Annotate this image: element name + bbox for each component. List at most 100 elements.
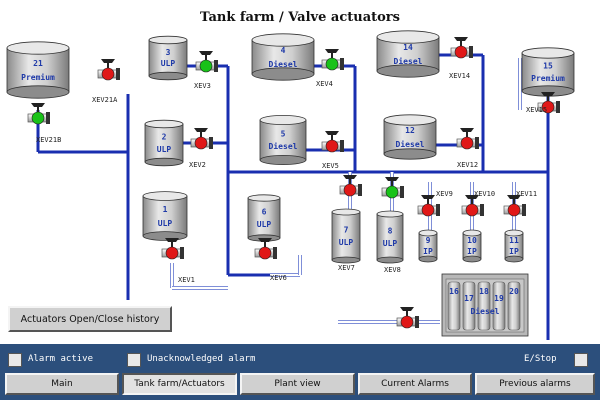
nav-plant-view[interactable]: Plant view bbox=[240, 373, 355, 395]
valve-xev9[interactable]: XEV9 bbox=[417, 190, 453, 217]
valve-xev11[interactable]: XEV11 bbox=[503, 190, 537, 217]
valve-xev21a[interactable]: XEV21A bbox=[92, 59, 120, 104]
valve-state-lamp bbox=[101, 67, 115, 81]
valve-flange bbox=[522, 204, 526, 216]
actuator-handle-icon bbox=[101, 59, 115, 63]
valve-flange bbox=[340, 140, 344, 152]
valve-stem bbox=[391, 179, 393, 187]
nav-previous-alarms[interactable]: Previous alarms bbox=[475, 373, 595, 395]
valve-stem bbox=[349, 177, 351, 185]
actuator-handle-icon bbox=[460, 128, 474, 132]
tank-20[interactable] bbox=[507, 281, 521, 331]
tank-roof bbox=[144, 119, 184, 129]
tank-body bbox=[142, 195, 188, 237]
valve-tag: XEV2 bbox=[189, 161, 206, 169]
tank-base bbox=[376, 64, 440, 78]
valve-xev14[interactable]: XEV14 bbox=[449, 37, 473, 80]
valve-stem bbox=[427, 197, 429, 205]
estop-indicator[interactable] bbox=[574, 353, 588, 367]
tank-number: 18 bbox=[479, 287, 489, 296]
tank-number: 14 bbox=[403, 43, 413, 52]
tank-number: 5 bbox=[281, 130, 286, 139]
valve-xev6[interactable]: XEV6 bbox=[254, 238, 287, 282]
valve-state-lamp bbox=[385, 185, 399, 199]
tank-roof bbox=[383, 114, 437, 126]
tank-roof bbox=[148, 35, 188, 45]
valve-state-lamp bbox=[258, 246, 272, 260]
tank-number: 9 bbox=[426, 236, 431, 245]
valve-xev10[interactable]: XEV10 bbox=[461, 190, 495, 217]
actuator-handle-icon bbox=[194, 128, 208, 132]
valve-xev4[interactable]: XEV4 bbox=[316, 49, 344, 88]
valve-unlabeled[interactable] bbox=[396, 307, 419, 329]
tank-base bbox=[144, 157, 184, 167]
valve-xev12[interactable]: XEV12 bbox=[456, 128, 479, 169]
actuators-history-button[interactable]: Actuators Open/Close history bbox=[8, 306, 172, 332]
valve-state-lamp bbox=[325, 139, 339, 153]
nav-main[interactable]: Main bbox=[5, 373, 119, 395]
tank-17[interactable] bbox=[462, 281, 476, 331]
estop-label: E/Stop bbox=[524, 354, 557, 364]
valve-xev8[interactable]: XEV8 bbox=[381, 177, 404, 274]
valve-flange bbox=[400, 186, 404, 198]
tank-roof bbox=[418, 229, 438, 237]
valve-state-lamp bbox=[343, 183, 357, 197]
alarm-active-indicator[interactable] bbox=[8, 353, 22, 367]
valve-flange bbox=[180, 247, 184, 259]
tank-roof bbox=[331, 208, 361, 216]
nav-current-alarms[interactable]: Current Alarms bbox=[358, 373, 472, 395]
valve-flange bbox=[415, 316, 419, 328]
tank-number: 16 bbox=[449, 287, 459, 296]
valve-xev15[interactable]: XEV15 bbox=[526, 92, 560, 114]
unacknowledged-alarm-indicator[interactable] bbox=[127, 353, 141, 367]
valve-xev7[interactable]: XEV7 bbox=[338, 175, 362, 272]
valve-flange bbox=[340, 58, 344, 70]
tank-base bbox=[259, 154, 307, 165]
tank-product: ULP bbox=[383, 239, 398, 248]
valve-stem bbox=[205, 53, 207, 61]
valve-xev3[interactable]: XEV3 bbox=[194, 51, 218, 90]
valve-tag: XEV10 bbox=[474, 190, 495, 198]
tank-product: IP bbox=[467, 247, 477, 256]
tank-19[interactable] bbox=[492, 281, 506, 331]
valve-state-lamp bbox=[325, 57, 339, 71]
valve-xev5[interactable]: XEV5 bbox=[321, 131, 344, 170]
valve-tag: XEV14 bbox=[449, 72, 470, 80]
valve-flange bbox=[436, 204, 440, 216]
status-row: Alarm active Unacknowledged alarm E/Stop bbox=[0, 350, 600, 370]
tank-body bbox=[144, 123, 184, 163]
valve-xev2[interactable]: XEV2 bbox=[189, 128, 213, 169]
nav-tank-farm-actuators[interactable]: Tank farm/Actuators bbox=[122, 373, 237, 395]
valve-tag: XEV21A bbox=[92, 96, 118, 104]
tank-product: Premium bbox=[21, 72, 55, 82]
valve-state-lamp bbox=[199, 59, 213, 73]
tank-roof bbox=[247, 194, 281, 202]
tank-16[interactable] bbox=[447, 281, 461, 331]
tank-product: IP bbox=[423, 247, 433, 256]
tank-18[interactable] bbox=[477, 281, 491, 331]
valve-flange bbox=[358, 184, 362, 196]
valve-xev1[interactable]: XEV1 bbox=[161, 238, 195, 284]
valve-xev21b[interactable]: XEV21B bbox=[27, 103, 61, 144]
actuator-handle-icon bbox=[31, 103, 45, 107]
tank-product: ULP bbox=[339, 238, 354, 247]
valve-tag: XEV8 bbox=[384, 266, 401, 274]
valve-tag: XEV7 bbox=[338, 264, 355, 272]
tank-9[interactable]: 9IP bbox=[418, 229, 438, 263]
valve-flange bbox=[273, 247, 277, 259]
